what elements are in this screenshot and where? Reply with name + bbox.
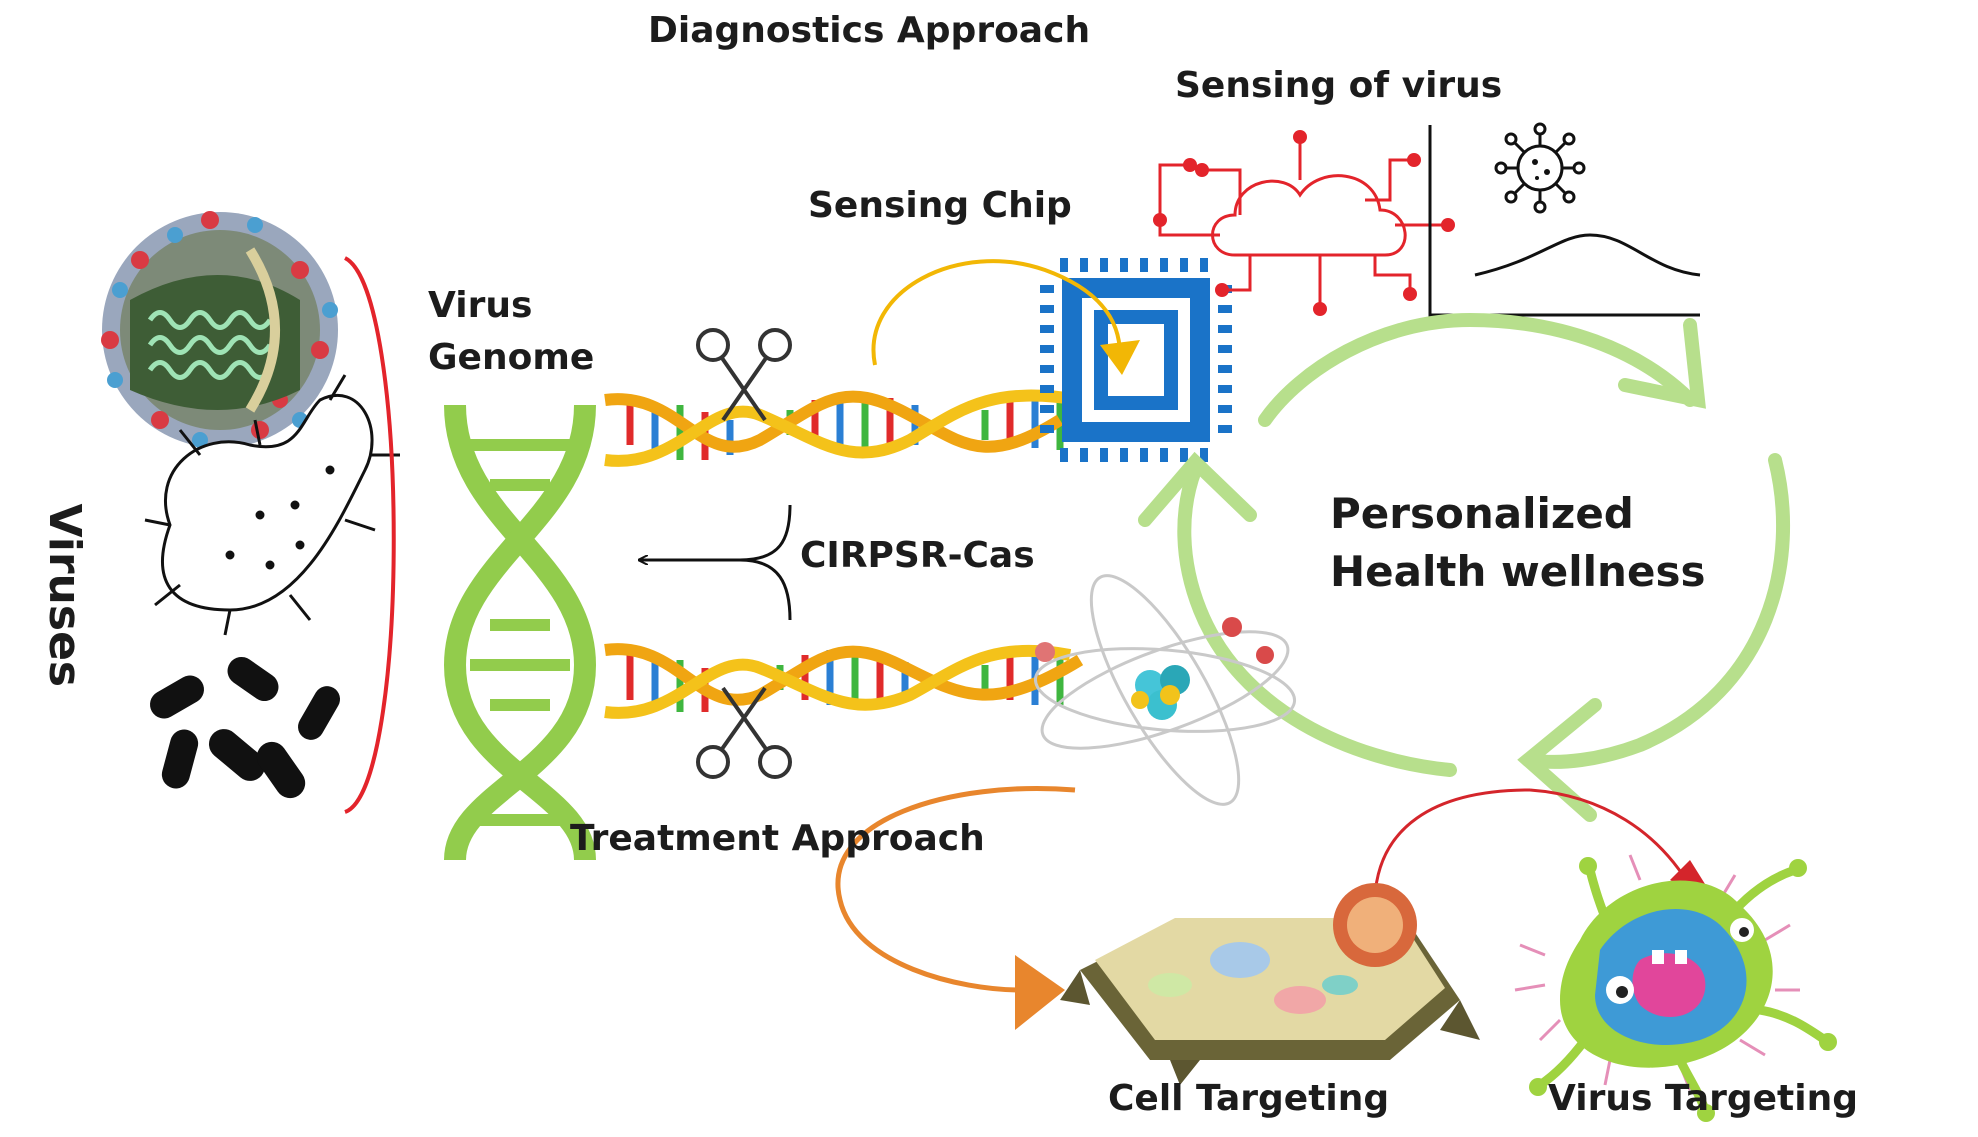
- chip-arrow-head: [1100, 340, 1140, 375]
- rod-bacteria-icon: [150, 656, 340, 799]
- cell-targeting-label: Cell Targeting: [1108, 1078, 1390, 1119]
- cloud-network-icon: [1153, 130, 1455, 316]
- dna-strand-upper: [604, 389, 1081, 467]
- diagnostics-approach-label: Diagnostics Approach: [648, 10, 1091, 51]
- atom-icon: [1033, 574, 1297, 806]
- sensing-chip-label: Sensing Chip: [808, 185, 1072, 226]
- viruses-bracket: [343, 256, 396, 814]
- cartoon-virus-icon: [1514, 854, 1837, 1122]
- virus-genome-label-line2: Genome: [428, 337, 595, 378]
- treatment-approach-label: Treatment Approach: [570, 818, 985, 859]
- bacterium-icon: [144, 374, 400, 636]
- cirpsr-cas-label: CIRPSR-Cas: [800, 535, 1035, 576]
- virus-targeting-label: Virus Targeting: [1548, 1078, 1859, 1119]
- virus-genome-label-line1: Virus: [428, 285, 533, 326]
- dna-double-helix-icon: [443, 404, 597, 861]
- cirpsr-cas-arrow: [640, 504, 792, 621]
- treatment-arrow-head: [1015, 955, 1065, 1030]
- dna-strand-lower: [604, 643, 1084, 719]
- cell-targeting-arrow: [1373, 788, 1531, 896]
- animal-cell-icon: [1060, 883, 1480, 1085]
- virus-targeting-arrow: [1529, 788, 1697, 896]
- scissors-icon: [696, 686, 792, 779]
- sensing-chip-icon: [1040, 258, 1232, 462]
- treatment-arrow: [835, 785, 1076, 993]
- chip-arrow: [871, 259, 1122, 366]
- virus-graph-icon: [1428, 122, 1701, 317]
- personalized-label-line2: Health wellness: [1330, 547, 1706, 596]
- scissors-icon: [696, 328, 792, 422]
- personalized-label-line1: Personalized: [1330, 489, 1634, 538]
- sensing-of-virus-label: Sensing of virus: [1175, 65, 1503, 106]
- viruses-label: Viruses: [39, 503, 91, 688]
- virus-particle-icon: [101, 211, 338, 448]
